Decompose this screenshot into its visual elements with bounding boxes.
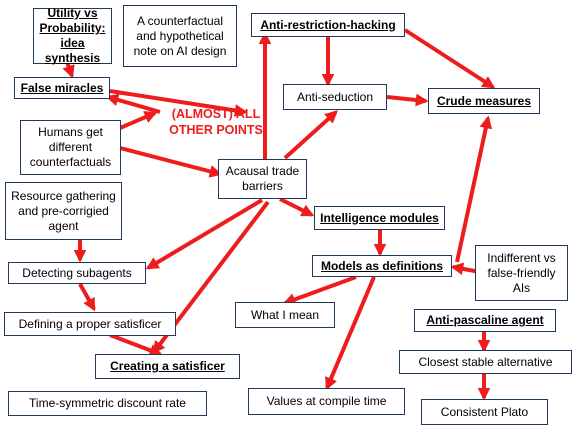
node-intelligence-modules: Intelligence modules [314, 206, 445, 230]
node-humans-counterfactuals: Humans get different counterfactuals [20, 120, 121, 175]
node-defining-satisficer: Defining a proper satisficer [4, 312, 176, 336]
node-time-symmetric: Time-symmetric discount rate [8, 391, 207, 416]
node-counterfactual-note: A counterfactual and hypothetical note o… [123, 5, 237, 67]
arrow-defining-to-creating [109, 333, 163, 357]
arrow-detecting-to-defining [78, 283, 96, 312]
node-indifferent-vs-false-friendly: Indifferent vs false-friendly AIs [475, 245, 568, 301]
node-detecting-subagents: Detecting subagents [8, 262, 146, 284]
node-crude-measures: Crude measures [428, 88, 540, 114]
node-resource-gathering: Resource gathering and pre-corrigied age… [5, 182, 122, 240]
node-utility-vs-probability: Utility vs Probability: idea synthesis [33, 6, 112, 65]
node-anti-restriction-hacking: Anti-restriction-hacking [251, 13, 405, 37]
arrow-anti-seduction-to-crude [386, 93, 429, 107]
node-anti-seduction: Anti-seduction [283, 84, 387, 110]
arrow-acausal-to-detecting [145, 198, 264, 270]
node-acausal-trade-barriers: Acausal trade barriers [218, 159, 307, 199]
arrow-anti-restriction-to-crude [403, 28, 496, 89]
node-anti-pascaline-agent: Anti-pascaline agent [414, 309, 556, 332]
arrow-models-to-values [325, 276, 376, 391]
node-what-i-mean: What I mean [235, 302, 335, 328]
arrow-humans-to-acausal [119, 146, 223, 178]
node-values-compile-time: Values at compile time [248, 388, 405, 415]
arrow-models-to-what-i-mean [282, 275, 357, 306]
node-closest-stable-alternative: Closest stable alternative [399, 350, 572, 374]
node-models-as-definitions: Models as definitions [312, 255, 452, 277]
arrow-crude-to-models [455, 115, 493, 263]
node-consistent-plato: Consistent Plato [421, 399, 548, 425]
center-label: (ALMOST) ALL OTHER POINTS [169, 107, 263, 137]
node-false-miracles: False miracles [14, 77, 110, 99]
arrow-acausal-to-intelligence [279, 197, 315, 217]
node-creating-satisficer: Creating a satisficer [95, 354, 240, 379]
arrow-acausal-to-anti-seduction [283, 110, 338, 160]
